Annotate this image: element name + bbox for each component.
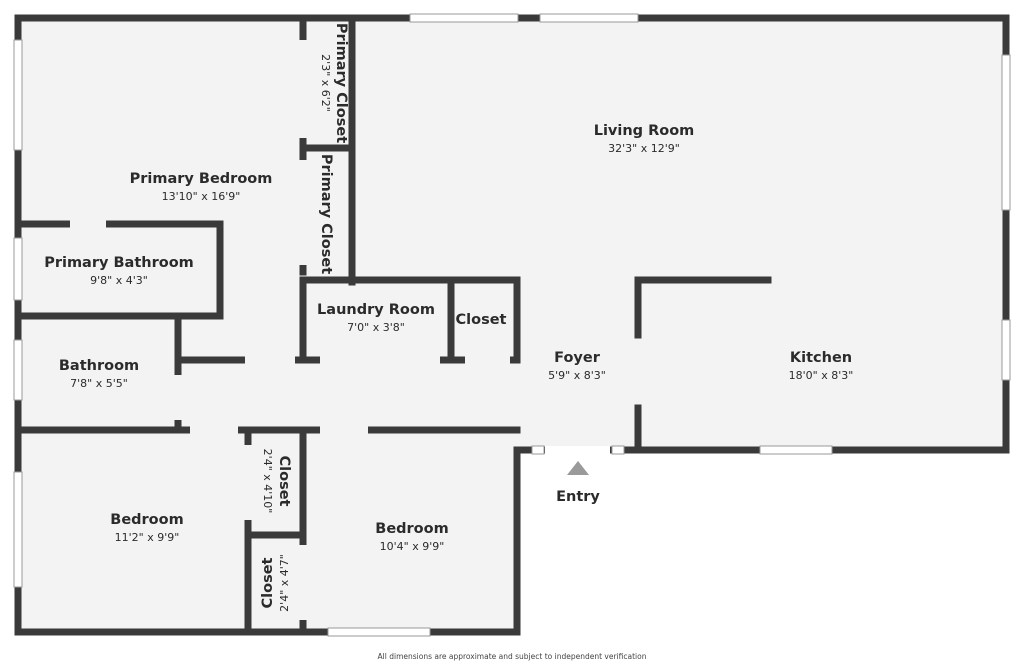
foyer-dims: 5'9" x 8'3" — [548, 369, 606, 382]
window-kitchen-bottom — [759, 445, 833, 455]
door-laundry — [320, 356, 440, 364]
door-closet-small — [465, 356, 510, 364]
window-left-4 — [13, 471, 23, 588]
window-left-2 — [13, 237, 23, 301]
door-closet-upper — [244, 445, 252, 520]
primary-bedroom-name: Primary Bedroom — [130, 171, 273, 187]
bedroom-2-name: Bedroom — [375, 521, 448, 537]
bathroom-name: Bathroom — [59, 358, 139, 374]
primary-closet-2-name: Primary Closet — [318, 154, 334, 274]
closet-upper-name: Closet — [276, 456, 292, 507]
bedroom-2-dims: 10'4" x 9'9" — [380, 540, 445, 553]
primary-bathroom-dims: 9'8" x 4'3" — [90, 274, 148, 287]
closet-upper-dims: 2'4" x 4'10" — [261, 449, 274, 514]
window-left-3 — [13, 339, 23, 401]
window-top-1 — [409, 13, 519, 23]
living-room-name: Living Room — [594, 123, 695, 139]
laundry-room-dims: 7'0" x 3'8" — [347, 321, 405, 334]
living-room-dims: 32'3" x 12'9" — [608, 142, 680, 155]
room-labels: Primary Bedroom 13'10" x 16'9" Primary C… — [44, 23, 853, 612]
closet-lower-name: Closet — [260, 557, 276, 608]
closet-small-name: Closet — [456, 312, 507, 328]
window-bedroom-bottom — [327, 627, 431, 637]
entry-label: Entry — [556, 489, 600, 505]
door-bedroom-1 — [190, 426, 238, 434]
window-right-2 — [1001, 319, 1011, 381]
primary-closet-1-name: Primary Closet — [333, 23, 349, 143]
kitchen-dims: 18'0" x 8'3" — [789, 369, 854, 382]
window-left-1 — [13, 39, 23, 151]
door-bedroom-2 — [320, 426, 368, 434]
kitchen-name: Kitchen — [790, 350, 852, 366]
window-entry-left — [531, 445, 545, 455]
bedroom-1-dims: 11'2" x 9'9" — [115, 531, 180, 544]
bathroom-dims: 7'8" x 5'5" — [70, 377, 128, 390]
disclaimer: All dimensions are approximate and subje… — [377, 652, 647, 661]
door-primary-closet-1 — [299, 40, 307, 138]
door-bathroom — [174, 375, 182, 420]
bedroom-1-name: Bedroom — [110, 512, 183, 528]
primary-closet-1-dims: 2'3" x 6'2" — [319, 54, 332, 112]
window-top-2 — [539, 13, 639, 23]
door-hall-bedroom — [245, 356, 295, 364]
door-primary-bath — [70, 220, 106, 228]
closet-lower-dims: 2'4" x 4'7" — [278, 554, 291, 612]
door-closet-lower — [299, 545, 307, 620]
foyer-name: Foyer — [554, 350, 601, 366]
window-entry-right — [611, 445, 625, 455]
entry-arrow-icon — [567, 461, 589, 475]
entry-door-opening — [545, 446, 610, 454]
outer-wall — [14, 14, 1010, 636]
windows — [13, 13, 1011, 637]
window-right-1 — [1001, 54, 1011, 211]
door-primary-closet-2 — [299, 160, 307, 265]
floor-main — [18, 18, 1006, 450]
primary-bathroom-name: Primary Bathroom — [44, 255, 194, 271]
laundry-room-name: Laundry Room — [317, 302, 435, 318]
primary-bedroom-dims: 13'10" x 16'9" — [162, 190, 241, 203]
openings — [70, 40, 610, 620]
